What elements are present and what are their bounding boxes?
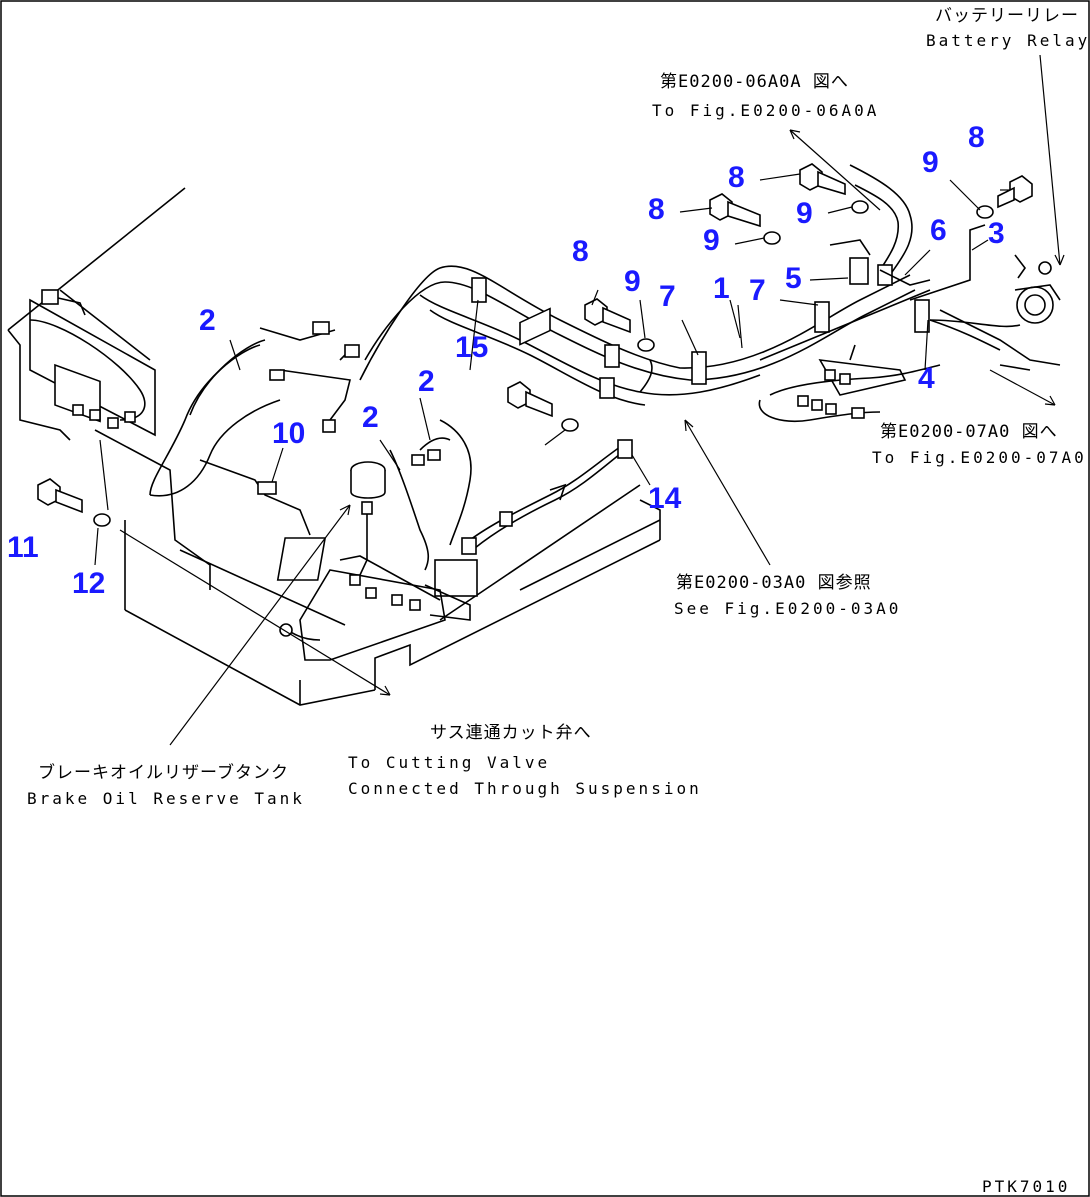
callout-7-left: 7 — [659, 280, 676, 313]
note-fig06-jp: 第E0200-06A0A 図へ — [660, 72, 849, 92]
note-valve-jp: サス連通カット弁へ — [430, 723, 592, 743]
callout-8-middle: 8 — [648, 193, 665, 226]
note-valve-en-1: To Cutting Valve — [348, 753, 550, 772]
callout-9-top-right: 9 — [922, 146, 939, 179]
callout-9-upper: 9 — [796, 197, 813, 230]
callout-11: 11 — [7, 531, 39, 564]
callout-10: 10 — [272, 417, 305, 450]
drawing-code: PTK7010 — [982, 1177, 1070, 1196]
callout-4: 4 — [918, 362, 935, 395]
note-battery-relay-en: Battery Relay — [926, 31, 1090, 50]
note-brake-en: Brake Oil Reserve Tank — [27, 789, 305, 808]
battery-relay — [929, 254, 1061, 371]
note-fig03-jp: 第E0200-03A0 図参照 — [676, 573, 872, 593]
note-fig07-jp: 第E0200-07A0 図へ — [880, 422, 1058, 442]
callout-9-middle: 9 — [703, 224, 720, 257]
main-harness — [359, 164, 1001, 406]
callout-2-lower: 2 — [362, 401, 379, 434]
dashboard-panel — [29, 289, 156, 437]
annotation-notes: バッテリーリレー Battery Relay 第E0200-06A0A 図へ T… — [27, 6, 1090, 1196]
callout-1: 1 — [713, 272, 730, 305]
callout-7-right: 7 — [749, 274, 766, 307]
harness-07a0 — [758, 344, 941, 423]
machine-frame — [7, 187, 661, 706]
note-fig07-en: To Fig.E0200-07A0 — [872, 448, 1087, 467]
callout-3: 3 — [988, 217, 1005, 250]
note-fig03-en: See Fig.E0200-03A0 — [674, 599, 901, 618]
callout-6: 6 — [930, 214, 947, 247]
callout-2-center: 2 — [418, 365, 435, 398]
note-valve-en-2: Connected Through Suspension — [348, 779, 702, 798]
callout-9-lower: 9 — [624, 265, 641, 298]
callout-8-upper: 8 — [728, 161, 745, 194]
note-fig06-en: To Fig.E0200-06A0A — [652, 101, 879, 120]
callout-14: 15 — [455, 331, 488, 364]
fasteners — [37, 163, 1033, 527]
callout-13: 14 — [648, 482, 682, 515]
leader-lines — [94, 54, 1065, 746]
callout-8-lower: 8 — [572, 235, 589, 268]
callout-8-top-right: 8 — [968, 121, 985, 154]
note-battery-relay-jp: バッテリーリレー — [935, 6, 1079, 26]
callout-5: 5 — [785, 262, 802, 295]
center-harness — [276, 307, 633, 661]
note-brake-jp: ブレーキオイルリザーブタンク — [38, 762, 289, 783]
callout-12: 12 — [72, 567, 105, 600]
harness-left — [149, 321, 360, 536]
callout-2-left: 2 — [199, 304, 216, 337]
callout-labels: 8 9 6 3 8 9 8 9 5 8 9 7 1 7 4 2 15 2 2 1… — [7, 121, 1005, 600]
